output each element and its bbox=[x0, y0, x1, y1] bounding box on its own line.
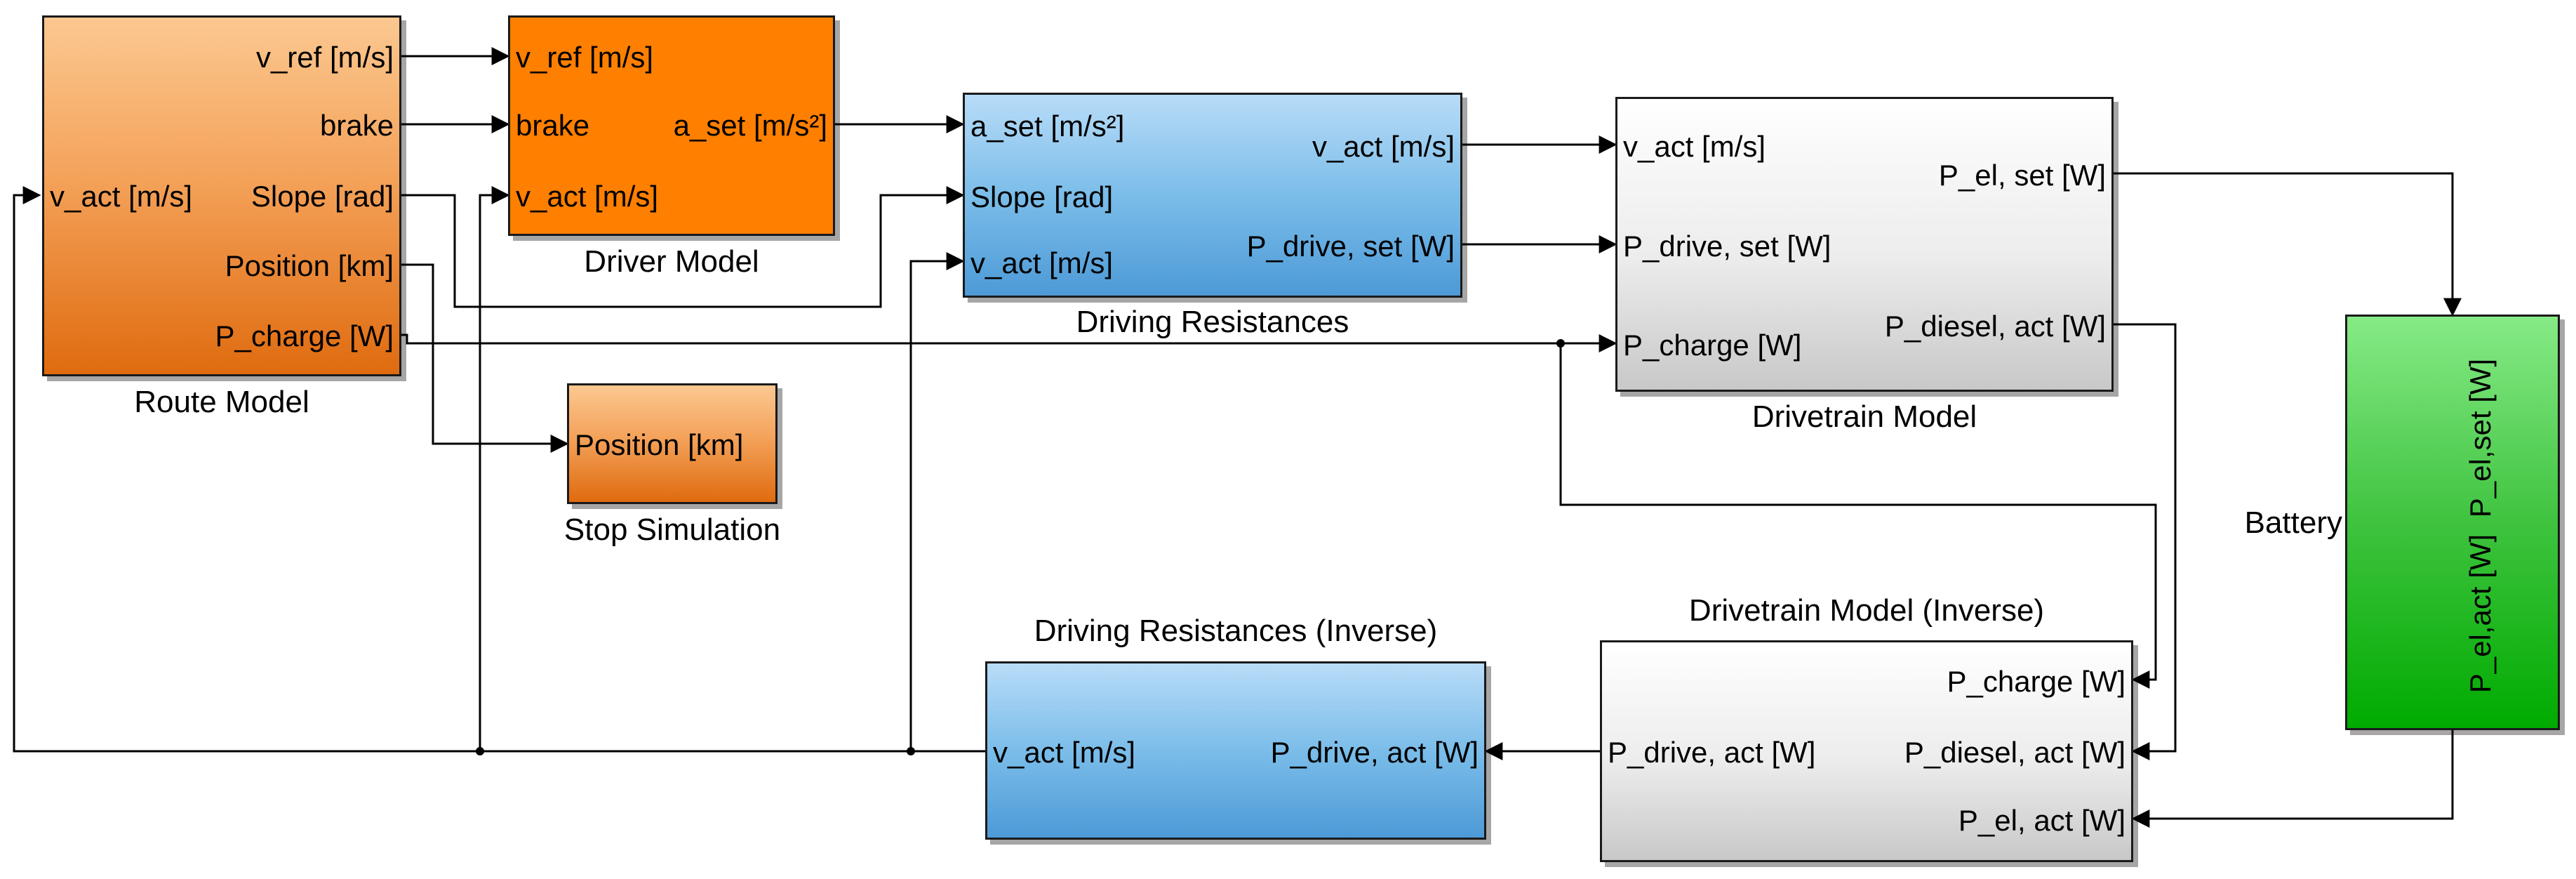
port-pcharge-out: P_charge [W] bbox=[215, 319, 394, 352]
port-pel-act-in: P_el, act [W] bbox=[1958, 804, 2125, 837]
port-pel-set-out: P_el, set [W] bbox=[1938, 159, 2106, 192]
route-model-block[interactable]: v_act [m/s] v_ref [m/s] brake Slope [rad… bbox=[42, 15, 401, 376]
port-pel-act-out: P_el,act [W] bbox=[2464, 534, 2497, 694]
drivetrain-model-title: Drivetrain Model bbox=[1751, 399, 1977, 434]
route-model-title: Route Model bbox=[134, 385, 309, 419]
stop-simulation-title: Stop Simulation bbox=[563, 513, 781, 547]
port-pdrive-set-in: P_drive, set [W] bbox=[1623, 230, 1831, 263]
drivetrain-inverse-block[interactable]: P_charge [W] P_diesel, act [W] P_el, act… bbox=[1600, 640, 2133, 862]
port-vact-in: v_act [m/s] bbox=[516, 180, 659, 213]
port-vact-in: v_act [m/s] bbox=[970, 246, 1114, 279]
port-brake-out: brake bbox=[319, 109, 394, 142]
port-vref-out: v_ref [m/s] bbox=[255, 41, 394, 74]
wire-vact-driver bbox=[479, 186, 510, 751]
port-pdiesel-out: P_diesel, act [W] bbox=[1884, 310, 2106, 343]
port-vact-out: v_act [m/s] bbox=[1312, 130, 1455, 163]
driver-model-block[interactable]: v_ref [m/s] brake v_act [m/s] a_set [m/s… bbox=[508, 15, 835, 236]
port-vref-in: v_ref [m/s] bbox=[516, 41, 654, 74]
driving-resistances-inverse-block[interactable]: v_act [m/s] P_drive, act [W] bbox=[985, 661, 1486, 840]
wire-pel-act bbox=[2131, 730, 2454, 828]
port-pdrive-set-out: P_drive, set [W] bbox=[1246, 230, 1455, 263]
wire-vact-feedback bbox=[13, 186, 985, 753]
driving-resistances-title: Driving Resistances bbox=[1076, 305, 1349, 339]
port-pel-set-in: P_el,set [W] bbox=[2464, 358, 2497, 518]
junction-dot bbox=[476, 747, 484, 755]
port-vact-in: v_act [m/s] bbox=[1623, 130, 1766, 163]
port-position-out: Position [km] bbox=[225, 249, 394, 282]
driver-model-title: Driver Model bbox=[584, 244, 759, 279]
junction-dot bbox=[1556, 339, 1565, 348]
wire-pcharge-branch bbox=[1559, 343, 2157, 689]
battery-block[interactable]: P_el,set [W] P_el,act [W] bbox=[2345, 315, 2560, 730]
port-pdiesel-in: P_diesel, act [W] bbox=[1904, 736, 2125, 769]
port-pcharge-in: P_charge [W] bbox=[1623, 329, 1802, 362]
port-pcharge-in: P_charge [W] bbox=[1947, 665, 2125, 698]
wire-pdiesel bbox=[2114, 323, 2177, 760]
port-aset-in: a_set [m/s²] bbox=[970, 110, 1125, 143]
wire-position bbox=[401, 263, 569, 453]
stop-simulation-block[interactable]: Position [km] bbox=[567, 383, 778, 504]
driving-resistances-inverse-title: Driving Resistances (Inverse) bbox=[1034, 614, 1438, 648]
junction-dot bbox=[907, 747, 915, 755]
driving-resistances-block[interactable]: a_set [m/s²] Slope [rad] v_act [m/s] v_a… bbox=[963, 93, 1462, 298]
port-position-in: Position [km] bbox=[575, 428, 744, 461]
port-pdrive-act-out: P_drive, act [W] bbox=[1608, 736, 1816, 769]
port-slope-out: Slope [rad] bbox=[251, 180, 394, 213]
port-brake-in: brake bbox=[516, 109, 590, 142]
port-pdrive-act-in: P_drive, act [W] bbox=[1270, 736, 1479, 769]
port-slope-in: Slope [rad] bbox=[970, 180, 1114, 213]
wire-pcharge bbox=[401, 333, 1617, 352]
port-aset-out: a_set [m/s²] bbox=[673, 109, 827, 142]
wire-pel-set bbox=[2114, 172, 2462, 317]
wire-slope bbox=[401, 186, 965, 308]
drivetrain-inverse-title: Drivetrain Model (Inverse) bbox=[1688, 593, 2045, 628]
drivetrain-model-block[interactable]: v_act [m/s] P_drive, set [W] P_charge [W… bbox=[1615, 97, 2114, 392]
port-vact-out: v_act [m/s] bbox=[993, 736, 1136, 769]
wire-vact-resist bbox=[909, 252, 965, 751]
battery-title: Battery bbox=[2244, 505, 2342, 540]
port-vact-in: v_act [m/s] bbox=[50, 180, 193, 213]
